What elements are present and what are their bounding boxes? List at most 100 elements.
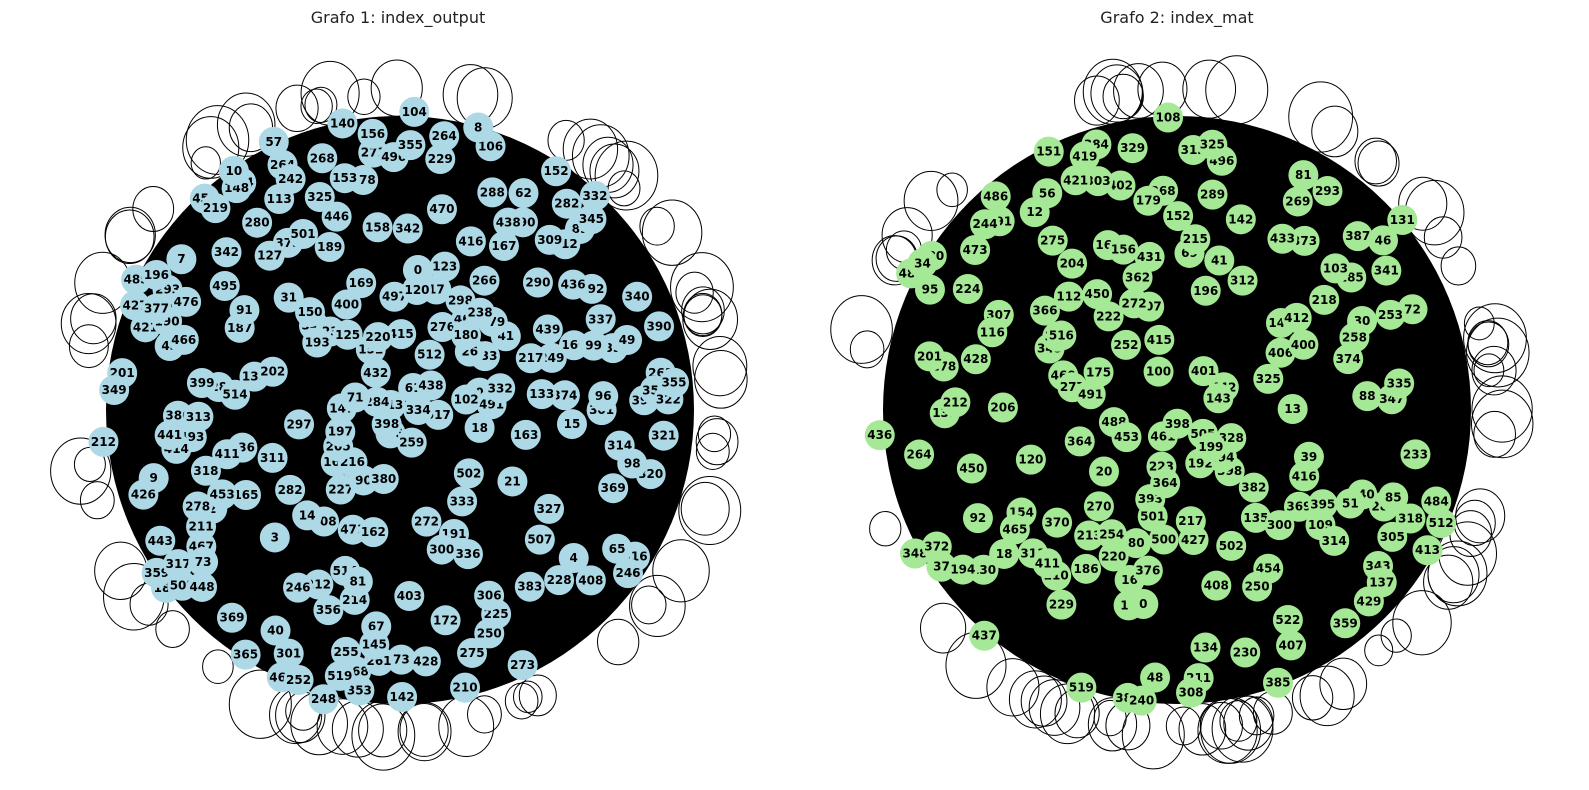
graph-node: 0 — [1128, 589, 1159, 620]
node-label: 374 — [1336, 352, 1361, 366]
node-label: 116 — [980, 325, 1005, 339]
graph-node: 196 — [1190, 275, 1221, 306]
graph-node: 311 — [257, 442, 288, 473]
node-label: 413 — [1415, 543, 1440, 557]
node-circle — [1096, 519, 1127, 550]
graph-node: 341 — [1371, 255, 1402, 286]
graph-node: 41 — [1204, 245, 1235, 276]
graph-edge — [1255, 453, 1416, 519]
node-label: 98 — [624, 456, 641, 470]
graph-node: 431 — [1134, 241, 1165, 272]
graph-node: 189 — [314, 231, 345, 262]
graph-node: 142 — [387, 682, 418, 713]
graph-node: 398 — [371, 409, 402, 440]
graph-edge — [1049, 314, 1391, 350]
node-circle — [1375, 299, 1406, 330]
graph-node: 224 — [952, 274, 983, 305]
node-label: 427 — [123, 298, 148, 312]
graph-node: 3 — [259, 522, 290, 553]
node-circle — [1400, 439, 1431, 470]
node-circle — [977, 317, 1008, 348]
graph-node: 519 — [324, 660, 355, 691]
node-label: 180 — [453, 328, 478, 342]
graph-node: 258 — [1339, 322, 1370, 353]
node-label: 56 — [1039, 186, 1056, 200]
node-circle — [613, 558, 644, 589]
node-circle — [1163, 201, 1194, 232]
self-loop — [652, 539, 710, 603]
node-label: 365 — [233, 648, 258, 662]
node-circle — [411, 506, 442, 537]
node-label: 450 — [1085, 287, 1110, 301]
node-label: 448 — [190, 580, 215, 594]
node-label: 446 — [324, 210, 349, 224]
node-circle — [368, 463, 399, 494]
node-circle — [1395, 503, 1426, 534]
node-circle — [257, 442, 288, 473]
graph-node: 376 — [1132, 555, 1163, 586]
node-circle — [465, 297, 496, 328]
node-label: 298 — [448, 293, 473, 307]
graph-edge — [1304, 240, 1351, 504]
graph-node: 421 — [1060, 165, 1091, 196]
graph-edge — [492, 321, 497, 615]
node-circle — [283, 572, 314, 603]
node-circle — [415, 370, 446, 401]
graph-node: 441 — [154, 420, 185, 451]
graph-node: 238 — [465, 297, 496, 328]
graph-node: 427 — [1178, 525, 1209, 556]
graph-node: 133 — [526, 379, 557, 410]
node-circle — [522, 267, 553, 298]
graph-node: 365 — [230, 639, 261, 670]
node-label: 228 — [547, 573, 572, 587]
node-label: 400 — [1291, 338, 1316, 352]
node-circle — [515, 343, 546, 374]
graph-node: 486 — [980, 181, 1011, 212]
graph-node: 219 — [200, 193, 231, 224]
node-label: 10 — [226, 164, 243, 178]
node-circle — [536, 342, 567, 373]
node-label: 421 — [133, 320, 158, 334]
self-loop — [1008, 670, 1062, 729]
graph-node: 340 — [622, 281, 653, 312]
node-label: 199 — [1198, 440, 1223, 454]
node-label: 433 — [1270, 232, 1295, 246]
node-circle — [585, 304, 616, 335]
graph-node: 377 — [141, 293, 172, 324]
node-label: 134 — [1193, 641, 1218, 655]
node-label: 305 — [1380, 530, 1405, 544]
self-loop — [1291, 675, 1334, 721]
graph-edge — [180, 259, 300, 681]
graph-edge — [245, 494, 346, 572]
graph-node: 120 — [402, 275, 433, 306]
node-label: 502 — [1219, 539, 1244, 553]
graph-edge — [1081, 522, 1442, 689]
node-circle — [575, 565, 606, 596]
node-label: 255 — [334, 645, 359, 659]
graph-edge — [525, 434, 618, 550]
node-label: 328 — [1219, 431, 1244, 445]
node-label: 470 — [429, 202, 454, 216]
graph-node: 439 — [532, 314, 563, 345]
node-circle — [362, 212, 393, 243]
node-label: 359 — [144, 566, 169, 580]
graph-node: 355 — [658, 367, 689, 398]
node-label: 270 — [1086, 499, 1111, 513]
node-label: 327 — [536, 502, 561, 516]
node-label: 175 — [1086, 365, 1111, 379]
node-label: 403 — [397, 589, 422, 603]
graph-node: 290 — [522, 267, 553, 298]
node-circle — [1352, 381, 1383, 412]
node-circle — [1335, 488, 1366, 519]
graph-node: 143 — [1203, 383, 1234, 414]
graph-node: 215 — [1180, 224, 1211, 255]
graph-node: 437 — [969, 620, 1000, 651]
node-label: 321 — [651, 429, 676, 443]
graph-node: 370 — [1042, 507, 1073, 538]
graph-node: 407 — [1276, 630, 1307, 661]
node-label: 426 — [131, 488, 156, 502]
node-circle — [1353, 586, 1384, 617]
self-loop — [397, 701, 452, 762]
graph-node: 446 — [321, 201, 352, 232]
node-circle — [414, 339, 445, 370]
